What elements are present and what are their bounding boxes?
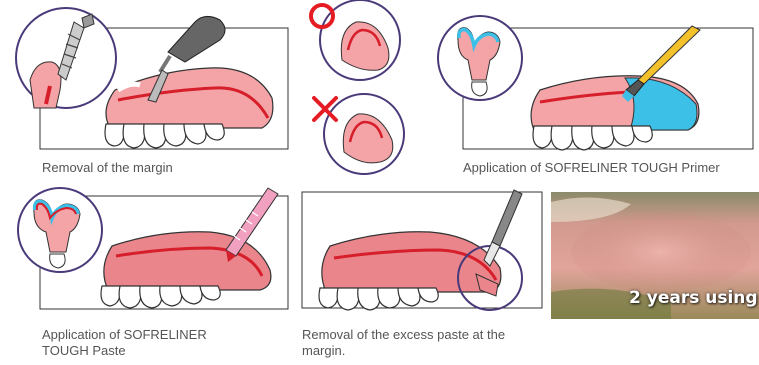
- step-paste-application: Application of SOFRELINER TOUGH Paste: [0, 186, 300, 365]
- step-excess-removal: Removal of the excess paste at the margi…: [300, 186, 540, 365]
- comparison-illustration: [300, 0, 430, 180]
- step-caption: Application of SOFRELINER TOUGH Paste: [42, 327, 242, 359]
- margin-removal-illustration: [0, 0, 300, 180]
- magnified-bur-circle: [16, 8, 116, 108]
- photo-label: 2 years using: [629, 288, 758, 308]
- magnified-paste-circle: [18, 188, 102, 272]
- correct-example: [311, 0, 400, 80]
- result-photo: 2 years using: [551, 192, 759, 319]
- primer-illustration: [430, 0, 759, 180]
- wrong-example: [314, 94, 404, 174]
- step-removal-of-margin: Removal of the margin: [0, 0, 300, 180]
- step-margin-comparison: [300, 0, 430, 180]
- magnified-primer-circle: [438, 16, 522, 100]
- step-caption: Removal of the excess paste at the margi…: [302, 327, 538, 359]
- step-primer-application: Application of SOFRELINER TOUGH Primer: [430, 0, 759, 180]
- step-caption: Removal of the margin: [42, 160, 173, 176]
- step-caption: Application of SOFRELINER TOUGH Primer: [463, 160, 720, 176]
